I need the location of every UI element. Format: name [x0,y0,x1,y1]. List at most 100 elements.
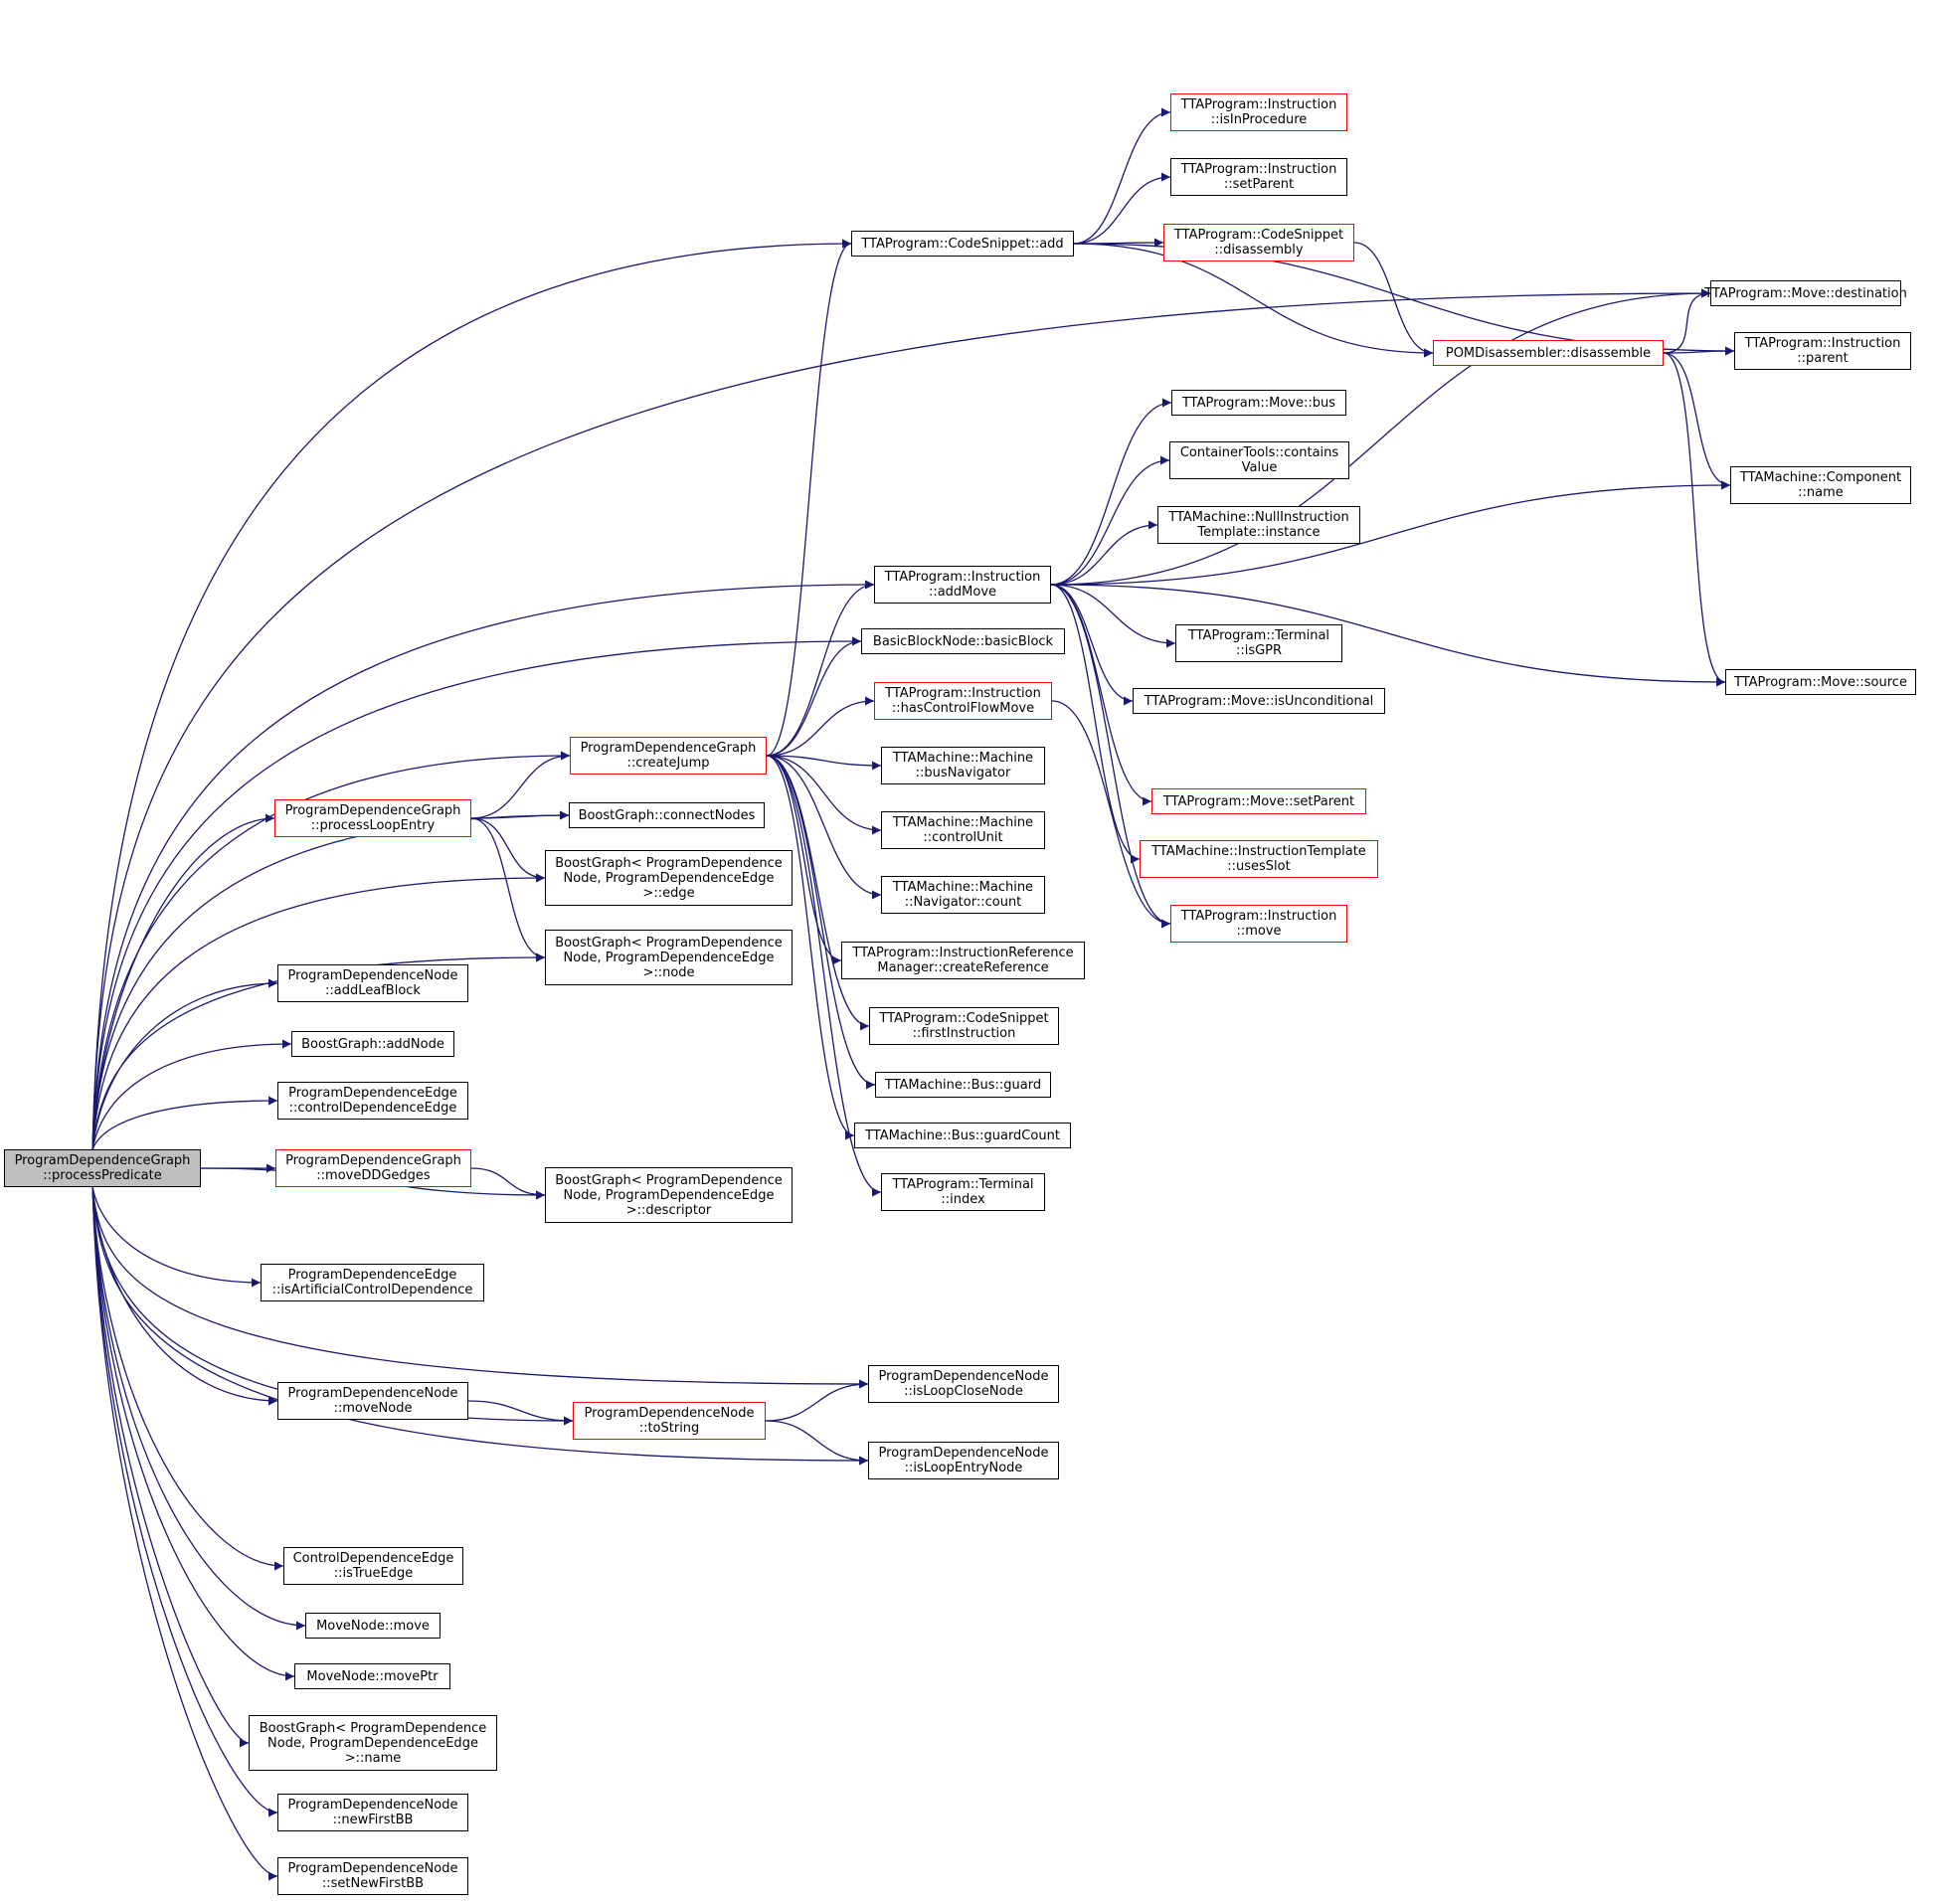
edge-root-to-isLoopCloseNode [91,1186,869,1389]
node-move-bus[interactable]: TTAProgram::Move::bus [1171,390,1346,416]
node-cs-disassembly[interactable]: TTAProgram::CodeSnippet ::disassembly [1163,224,1354,261]
edge-pomDisassemble-to-moveDestination [1663,288,1711,354]
node-move-set-parent[interactable]: TTAProgram::Move::setParent [1151,788,1366,814]
node-process-loop-entry[interactable]: ProgramDependenceGraph ::processLoopEntr… [274,799,471,837]
edge-root-to-bgName [91,1186,250,1748]
edge-createJump-to-controlUnit [766,755,882,835]
node-bg-descriptor[interactable]: BoostGraph< ProgramDependence Node, Prog… [545,1167,793,1223]
edge-root-to-newFirstBB [91,1186,278,1817]
edge-instAddMove-to-moveDestination [1050,288,1711,586]
node-basic-block[interactable]: BasicBlockNode::basicBlock [861,628,1065,654]
node-root[interactable]: ProgramDependenceGraph ::processPredicat… [4,1149,201,1187]
node-nav-count[interactable]: TTAMachine::Machine ::Navigator::count [881,876,1045,914]
node-has-control-flow-move[interactable]: TTAProgram::Instruction ::hasControlFlow… [874,682,1052,720]
node-label: TTAProgram::Move::isUnconditional [1144,693,1374,709]
node-label: TTAProgram::Move::setParent [1162,793,1355,809]
edge-root-to-basicBlock [91,636,862,1150]
node-is-in-procedure[interactable]: TTAProgram::Instruction ::isInProcedure [1170,93,1347,131]
node-label: TTAProgram::InstructionReference Manager… [852,946,1074,975]
node-label: ProgramDependenceGraph ::processPredicat… [14,1153,191,1183]
node-bus-guard[interactable]: TTAMachine::Bus::guard [875,1072,1051,1098]
node-label: TTAProgram::Instruction ::isInProcedure [1180,97,1337,127]
edge-root-to-controlDependenceEdge [91,1096,278,1150]
node-label: POMDisassembler::disassemble [1445,345,1652,361]
edge-root-to-createJump [91,751,571,1150]
node-set-new-first-bb[interactable]: ProgramDependenceNode ::setNewFirstBB [277,1857,468,1895]
edge-csAdd-to-isInProcedure [1073,107,1171,245]
node-new-first-bb[interactable]: ProgramDependenceNode ::newFirstBB [277,1794,468,1831]
node-label: BoostGraph< ProgramDependence Node, Prog… [555,855,783,901]
node-cs-add[interactable]: TTAProgram::CodeSnippet::add [851,231,1074,257]
node-is-loop-close-node[interactable]: ProgramDependenceNode ::isLoopCloseNode [868,1365,1059,1403]
node-to-string[interactable]: ProgramDependenceNode ::toString [573,1402,766,1440]
node-inst-set-parent[interactable]: TTAProgram::Instruction ::setParent [1170,158,1347,196]
node-label: TTAMachine::Bus::guardCount [865,1127,1060,1143]
edge-instAddMove-to-componentName [1050,480,1731,586]
edge-root-to-moveDestination [91,288,1711,1150]
node-label: TTAProgram::CodeSnippet ::firstInstructi… [879,1011,1049,1041]
node-inst-move[interactable]: TTAProgram::Instruction ::move [1170,905,1347,943]
edge-pdnMoveNode-to-toString [467,1400,574,1426]
edge-createJump-to-basicBlock [766,636,862,757]
node-label: ProgramDependenceNode ::isLoopCloseNode [878,1369,1049,1399]
node-connect-nodes[interactable]: BoostGraph::connectNodes [569,802,765,828]
edge-instAddMove-to-nullInstTemplate [1050,520,1158,586]
node-label: ProgramDependenceEdge ::isArtificialCont… [271,1268,473,1298]
node-is-unconditional[interactable]: TTAProgram::Move::isUnconditional [1133,688,1385,714]
node-label: TTAProgram::CodeSnippet::add [861,236,1064,252]
edge-instAddMove-to-moveBus [1050,398,1172,586]
edge-createJump-to-navCount [766,755,882,900]
node-bg-edge[interactable]: BoostGraph< ProgramDependence Node, Prog… [545,850,793,906]
node-label: TTAProgram::Move::bus [1181,395,1336,411]
node-create-jump[interactable]: ProgramDependenceGraph ::createJump [570,737,767,775]
node-mn-move[interactable]: MoveNode::move [305,1613,441,1639]
node-label: TTAProgram::Instruction ::parent [1744,336,1901,366]
edge-root-to-bgEdge [91,873,546,1150]
node-component-name[interactable]: TTAMachine::Component ::name [1730,466,1911,504]
edge-root-to-processLoopEntry [91,813,275,1150]
node-pom-disassemble[interactable]: POMDisassembler::disassemble [1433,340,1664,366]
node-label: TTAMachine::NullInstruction Template::in… [1168,510,1349,540]
edge-moveDDGedges-to-bgDescriptor [470,1167,546,1200]
node-add-leaf-block[interactable]: ProgramDependenceNode ::addLeafBlock [277,964,468,1002]
node-bg-name[interactable]: BoostGraph< ProgramDependence Node, Prog… [249,1715,497,1771]
node-first-instruction[interactable]: TTAProgram::CodeSnippet ::firstInstructi… [869,1007,1059,1045]
edge-root-to-isTrueEdge [91,1186,284,1571]
node-label: TTAProgram::Move::source [1734,674,1907,690]
node-label: ProgramDependenceNode ::setNewFirstBB [287,1861,458,1891]
node-move-destination[interactable]: TTAProgram::Move::destination [1704,280,1907,306]
node-move-source[interactable]: TTAProgram::Move::source [1725,669,1916,695]
node-inst-parent[interactable]: TTAProgram::Instruction ::parent [1734,332,1911,370]
node-uses-slot[interactable]: TTAMachine::InstructionTemplate ::usesSl… [1140,840,1378,878]
edge-root-to-bgNode [91,952,546,1150]
edge-processLoopEntry-to-bgNode [470,817,546,962]
node-add-node[interactable]: BoostGraph::addNode [291,1031,454,1057]
node-null-inst-template[interactable]: TTAMachine::NullInstruction Template::in… [1157,506,1360,544]
node-contains-value[interactable]: ContainerTools::contains Value [1169,441,1349,479]
node-label: TTAProgram::Instruction ::addMove [884,570,1041,600]
node-terminal-index[interactable]: TTAProgram::Terminal ::index [881,1173,1045,1211]
node-label: ControlDependenceEdge ::isTrueEdge [292,1551,454,1581]
edge-createJump-to-csAdd [766,239,852,757]
node-label: BoostGraph< ProgramDependence Node, Prog… [555,935,783,980]
node-label: ProgramDependenceNode ::toString [584,1406,755,1436]
node-is-true-edge[interactable]: ControlDependenceEdge ::isTrueEdge [283,1547,463,1585]
node-is-gpr[interactable]: TTAProgram::Terminal ::isGPR [1175,624,1342,662]
node-move-ddgedges[interactable]: ProgramDependenceGraph ::moveDDGedges [275,1149,471,1187]
node-control-unit[interactable]: TTAMachine::Machine ::controlUnit [881,811,1045,849]
node-create-reference[interactable]: TTAProgram::InstructionReference Manager… [841,942,1085,979]
node-bg-node[interactable]: BoostGraph< ProgramDependence Node, Prog… [545,930,793,985]
node-label: BoostGraph::addNode [301,1036,444,1052]
edge-createJump-to-terminalIndex [766,755,882,1197]
node-is-loop-entry-node[interactable]: ProgramDependenceNode ::isLoopEntryNode [868,1442,1059,1479]
node-control-dependence-edge[interactable]: ProgramDependenceEdge ::controlDependenc… [277,1082,468,1120]
edge-instAddMove-to-containsValue [1050,455,1170,586]
node-mn-move-ptr[interactable]: MoveNode::movePtr [294,1663,450,1689]
node-is-artificial[interactable]: ProgramDependenceEdge ::isArtificialCont… [261,1264,484,1301]
node-guard-count[interactable]: TTAMachine::Bus::guardCount [854,1123,1071,1148]
node-inst-add-move[interactable]: TTAProgram::Instruction ::addMove [874,566,1051,604]
node-pdn-move-node[interactable]: ProgramDependenceNode ::moveNode [277,1382,468,1420]
node-bus-navigator[interactable]: TTAMachine::Machine ::busNavigator [881,747,1045,784]
